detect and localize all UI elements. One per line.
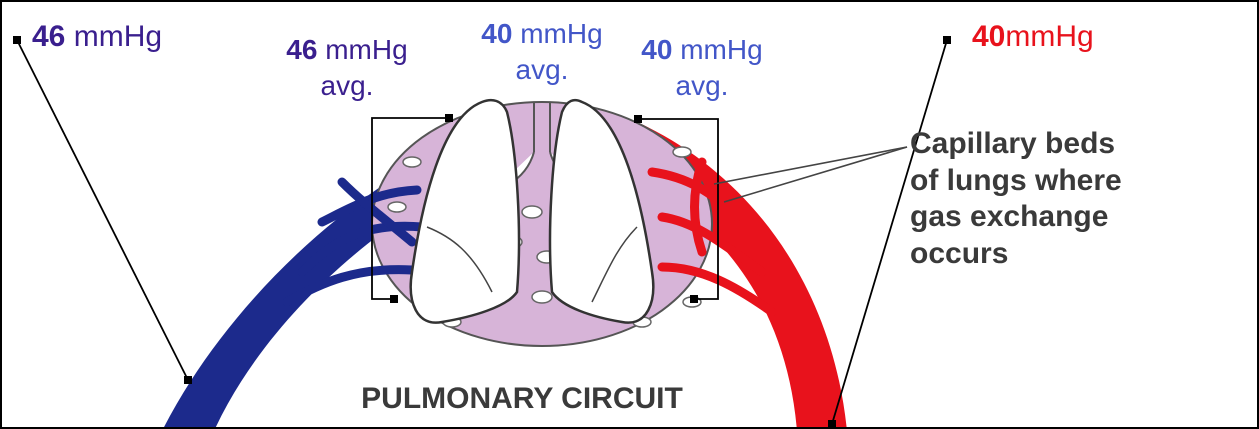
top-left-pressure-label: 46 mmHg: [32, 22, 162, 52]
top-right-pressure-value: 40: [972, 20, 1005, 53]
avg-right-suffix: avg.: [627, 68, 777, 104]
avg-right-label: 40 mmHg avg.: [627, 32, 777, 105]
avg-left-suffix: avg.: [272, 68, 422, 104]
avg-left-unit: mmHg: [317, 34, 407, 65]
avg-right-value: 40: [641, 34, 672, 65]
avg-left-label: 46 mmHg avg.: [272, 32, 422, 105]
circuit-title: PULMONARY CIRCUIT: [2, 384, 1042, 414]
avg-right-unit: mmHg: [672, 34, 762, 65]
top-left-pressure-unit: mmHg: [65, 20, 162, 53]
top-right-pressure-label: 40mmHg: [972, 22, 1094, 52]
top-left-pressure-value: 46: [32, 20, 65, 53]
avg-middle-suffix: avg.: [462, 52, 622, 88]
avg-middle-value: 40: [481, 18, 512, 49]
avg-left-value: 46: [286, 34, 317, 65]
avg-middle-label: 40 mmHg avg.: [462, 16, 622, 89]
avg-middle-unit: mmHg: [512, 18, 602, 49]
capillary-caption: Capillary beds of lungs where gas exchan…: [910, 126, 1122, 272]
capillary-leader-lines: [714, 147, 907, 202]
left-pointer-line: [17, 40, 188, 380]
top-right-pressure-unit: mmHg: [1005, 20, 1093, 53]
